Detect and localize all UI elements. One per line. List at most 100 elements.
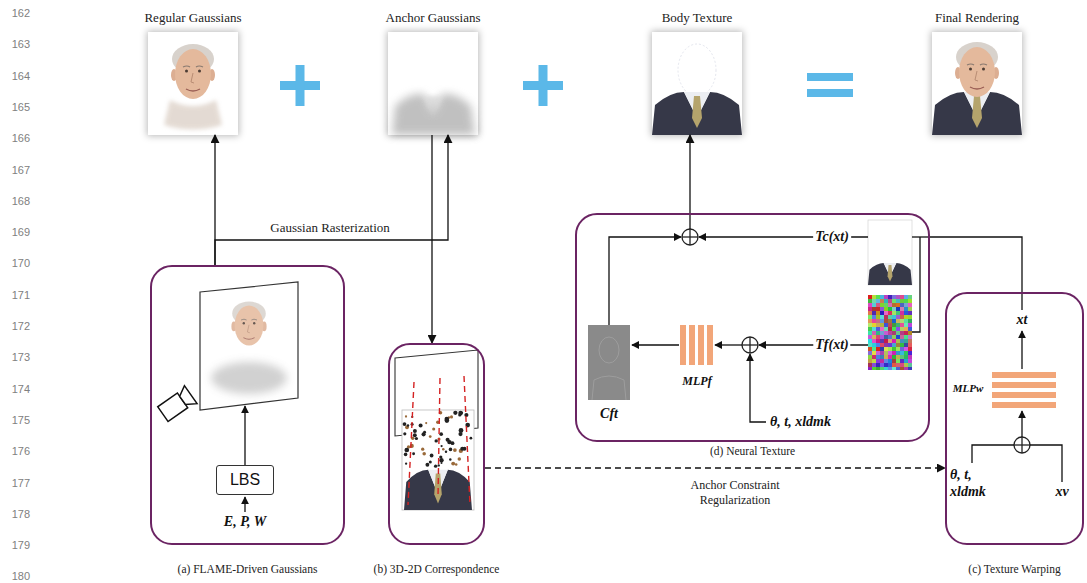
noise-pixel: [892, 303, 896, 307]
noise-pixel: [884, 307, 888, 311]
noise-pixel: [892, 299, 896, 303]
noise-pixel: [908, 295, 912, 299]
point-dot: [470, 437, 473, 440]
line-number: 166: [4, 132, 30, 144]
image-plane: [200, 282, 298, 410]
noise-pixel: [884, 359, 888, 363]
image-plane-part: [200, 282, 298, 410]
noise-pixel: [892, 339, 896, 343]
noise-pixel: [908, 323, 912, 327]
noise-pixel: [904, 299, 908, 303]
noise-pixel: [896, 327, 900, 331]
feature-map-image-part: [599, 337, 619, 363]
math-symbol: θ, t, xldmk: [770, 414, 831, 430]
noise-pixel: [880, 367, 884, 370]
noise-pixel: [872, 367, 876, 370]
point-dot: [439, 432, 443, 436]
flow-line: [609, 213, 930, 422]
noise-pixel: [884, 363, 888, 367]
mlp-symbol-part: [680, 325, 686, 365]
noise-pixel: [892, 335, 896, 339]
mlp-symbol-part: [992, 392, 1056, 398]
noise-pixel: [904, 355, 908, 359]
point-dot: [413, 429, 417, 433]
noise-pixel: [888, 319, 892, 323]
point-dot: [434, 465, 437, 468]
noise-pixel: [880, 347, 884, 351]
noise-pixel: [888, 343, 892, 347]
feature-map-image-part: [592, 376, 626, 400]
noise-pixel: [896, 335, 900, 339]
point-dot: [422, 452, 426, 456]
noise-pixel: [904, 343, 908, 347]
noise-pixel: [908, 335, 912, 339]
final-rendering-image-part: [955, 42, 999, 97]
noise-pixel: [868, 367, 872, 370]
module-box: (a) FLAME-Driven GaussiansLBS: [150, 265, 345, 545]
noise-pixel: [884, 303, 888, 307]
noise-pixel: [900, 355, 904, 359]
sum-symbol-part: [1014, 437, 1030, 453]
noise-pixel: [908, 351, 912, 355]
flow-line-part: [1021, 411, 1022, 437]
point-dot: [425, 422, 427, 424]
noise-pixel: [908, 307, 912, 311]
math-symbol: E, P, W: [224, 514, 266, 530]
noise-pixel: [908, 343, 912, 347]
noise-pixel: [896, 363, 900, 367]
line-number: 162: [4, 7, 30, 19]
point-dot: [413, 433, 417, 437]
flow-line-part: [609, 237, 681, 325]
line-number: 169: [4, 226, 30, 238]
point-dot: [453, 448, 457, 452]
noise-pixel: [904, 331, 908, 335]
noise-pixel: [904, 315, 908, 319]
line-number: 163: [4, 38, 30, 50]
noise-pixel: [904, 303, 908, 307]
noise-pixel: [880, 311, 884, 315]
noise-pixel: [896, 323, 900, 327]
noise-pixel: [880, 339, 884, 343]
point-dot: [412, 452, 415, 455]
noise-pixel: [908, 359, 912, 363]
line-number: 176: [4, 445, 30, 457]
math-symbol: Tf(xt): [813, 337, 850, 353]
noise-pixel: [876, 343, 880, 347]
flow-line-part: [750, 354, 766, 422]
mlp-symbol-part: [992, 382, 1056, 388]
noise-pixel: [884, 339, 888, 343]
final-rendering-image-part: [932, 92, 1022, 135]
noise-pixel: [908, 303, 912, 307]
noise-pixel: [908, 363, 912, 367]
noise-pixel: [904, 339, 908, 343]
point-dot: [439, 455, 442, 458]
noise-pixel: [876, 347, 880, 351]
line-number: 171: [4, 289, 30, 301]
noise-pixel: [872, 355, 876, 359]
point-dot: [421, 448, 424, 451]
noise-pixel: [888, 359, 892, 363]
noise-pixel: [908, 315, 912, 319]
point-dot: [458, 457, 462, 461]
connector: [215, 135, 448, 265]
noise-pixel: [872, 347, 876, 351]
edge-label: Anchor Constraint Regularization: [669, 478, 801, 508]
noise-pixel: [868, 323, 872, 327]
noise-pixel: [872, 319, 876, 323]
noise-pixel: [888, 315, 892, 319]
noise-pixel: [908, 367, 912, 370]
noise-pixel: [900, 343, 904, 347]
noise-pixel: [868, 327, 872, 331]
noise-pixel: [868, 347, 872, 351]
noise-pixel: [872, 363, 876, 367]
image-panel: Regular Gaussians: [148, 32, 238, 135]
point-dot: [429, 435, 432, 438]
math-symbol: θ, t, xldmk: [950, 466, 1002, 500]
noise-pixel: [880, 323, 884, 327]
noise-pixel: [888, 347, 892, 351]
noise-pixel: [904, 351, 908, 355]
noise-pixel: [876, 327, 880, 331]
noise-pixel: [880, 319, 884, 323]
noise-pixel: [888, 355, 892, 359]
noise-pixel: [908, 319, 912, 323]
